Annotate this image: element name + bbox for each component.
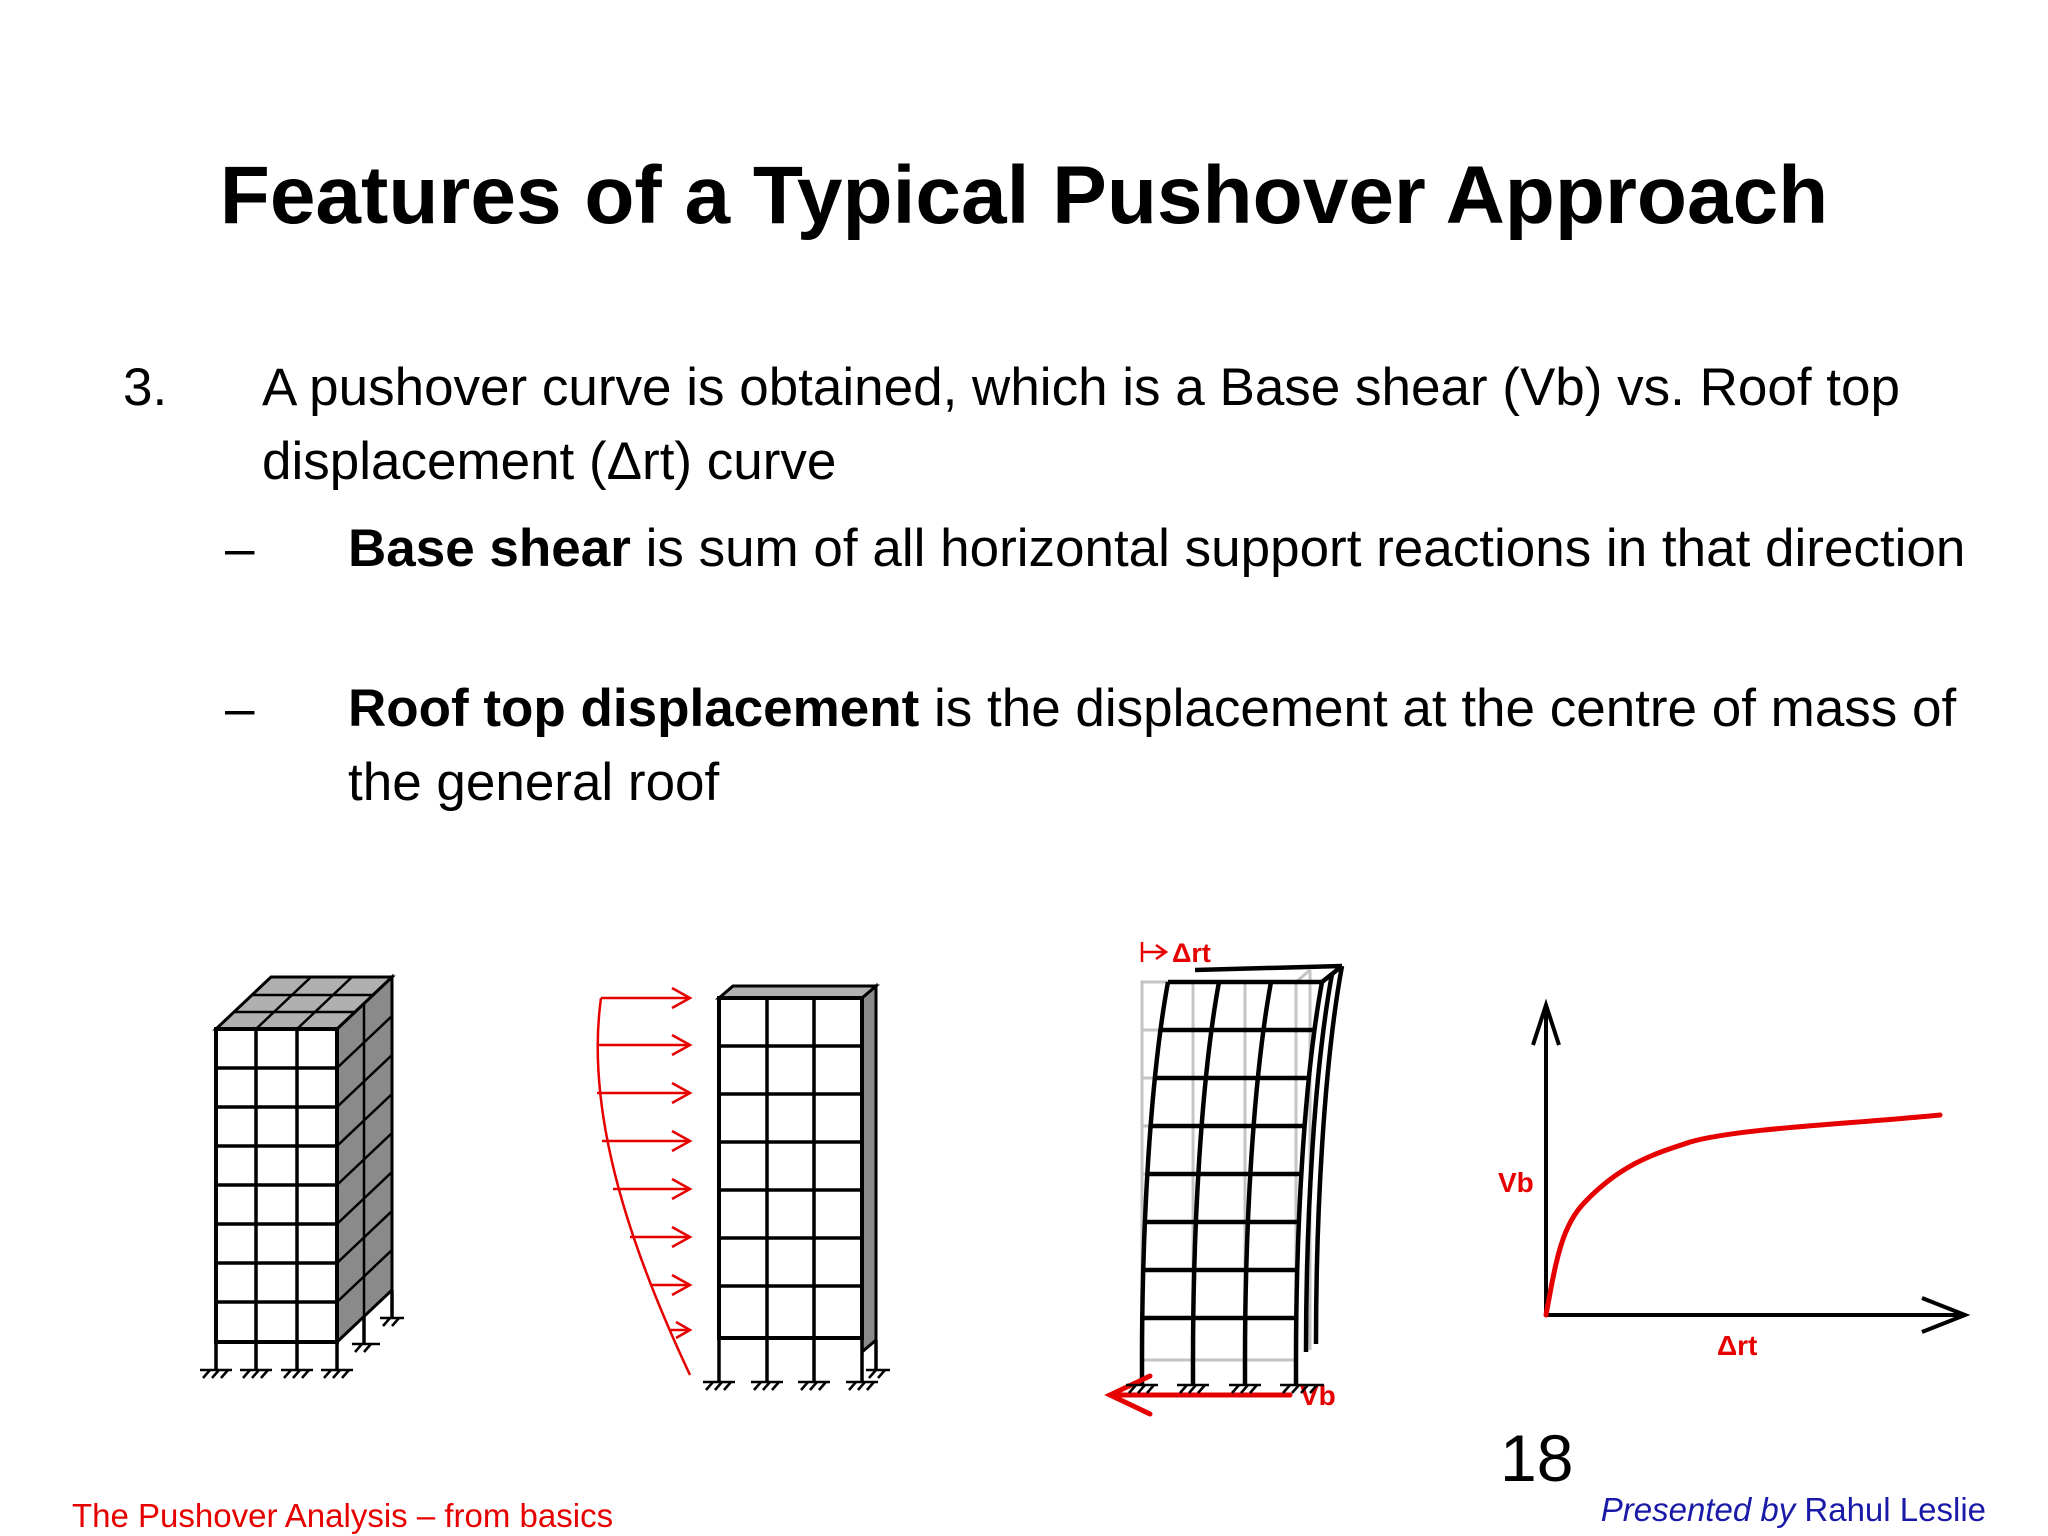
item-text: A pushover curve is obtained, which is a… [262,358,1900,491]
load-profile-curve [596,997,692,1376]
displacement-marker [1140,942,1169,962]
curve-x-label: Δrt [1717,1330,1757,1361]
deformed-frame: Δrt Vb [1104,938,1345,1417]
slide-number: 18 [1500,1421,1574,1495]
deformed-frame-label: Δrt [1172,938,1211,968]
load-arrow-head [671,986,693,1010]
bullet-term: Base shear [348,519,631,578]
base-shear-arrow [1104,1373,1293,1417]
bullet-definition: is sum of all horizontal support reactio… [630,519,1966,578]
y-axis [1531,998,1561,1315]
x-axis [1546,1296,1971,1334]
bullet-marker: – [225,679,255,738]
bullet-definition: is the displacement at the centre of mas… [348,679,1957,812]
bullet-marker: – [225,519,255,578]
item-number: 3. [123,358,168,417]
frame-side-face [860,982,878,1356]
slide-title: Features of a Typical Pushover Approach [219,150,1829,241]
footer-right: Presented by Rahul Leslie [1601,1490,1986,1530]
footer-presented-by: Presented by [1600,1491,1796,1528]
curve-y-label: Vb [1498,1167,1534,1198]
bullet-base-shear: Base shear is sum of all horizontal supp… [348,512,1988,586]
load-arrow-head [671,1081,693,1105]
pushover-curve-line [1543,1112,1943,1318]
load-arrow-head [671,1177,693,1201]
load-arrow-head [671,1033,693,1057]
ground-supports [200,1316,1324,1394]
footer-left: The Pushover Analysis – from basics [72,1497,614,1534]
pushover-curve-graph: Vb Δrt [1498,998,1971,1361]
load-arrow-head [671,1273,693,1297]
load-arrow-head [675,1320,693,1340]
frame-with-lateral-loads [596,982,881,1382]
footer-author: Rahul Leslie [1795,1491,1986,1528]
bullet-roof-displacement: Roof top displacement is the displacemen… [348,672,1988,820]
load-arrow-head [671,1129,693,1153]
building-3d-illustration [212,973,396,1370]
load-arrow-head [671,1225,693,1249]
pushover-figure: Δrt Vb [200,938,1971,1417]
bullet-term: Roof top displacement [348,679,920,738]
frame-front-face [717,996,864,1340]
